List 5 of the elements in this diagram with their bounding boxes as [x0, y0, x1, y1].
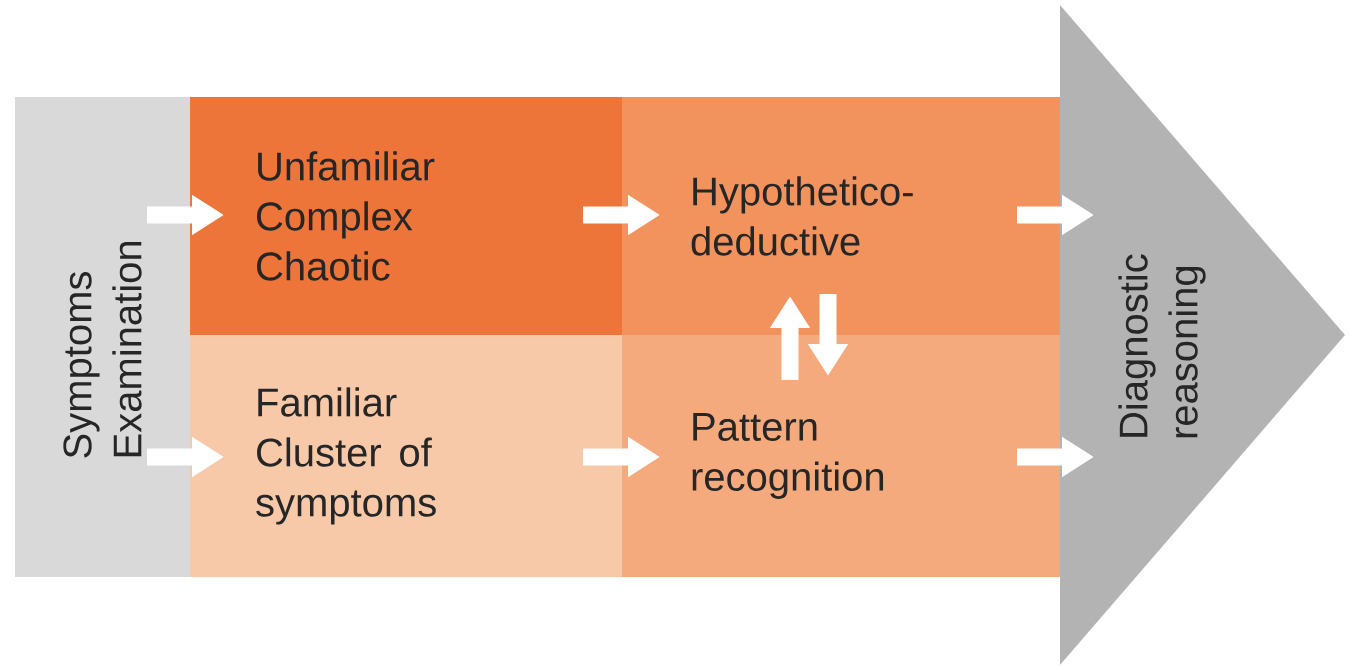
input-box: Symptoms Examination: [15, 97, 190, 577]
process-box: Familiar Cluster of symptoms: [190, 335, 622, 577]
process-box: Pattern recognition: [622, 335, 1060, 577]
process-box: Unfamiliar Complex Chaotic: [190, 97, 622, 335]
process-box: Hypothetico-deductive: [622, 97, 1060, 335]
